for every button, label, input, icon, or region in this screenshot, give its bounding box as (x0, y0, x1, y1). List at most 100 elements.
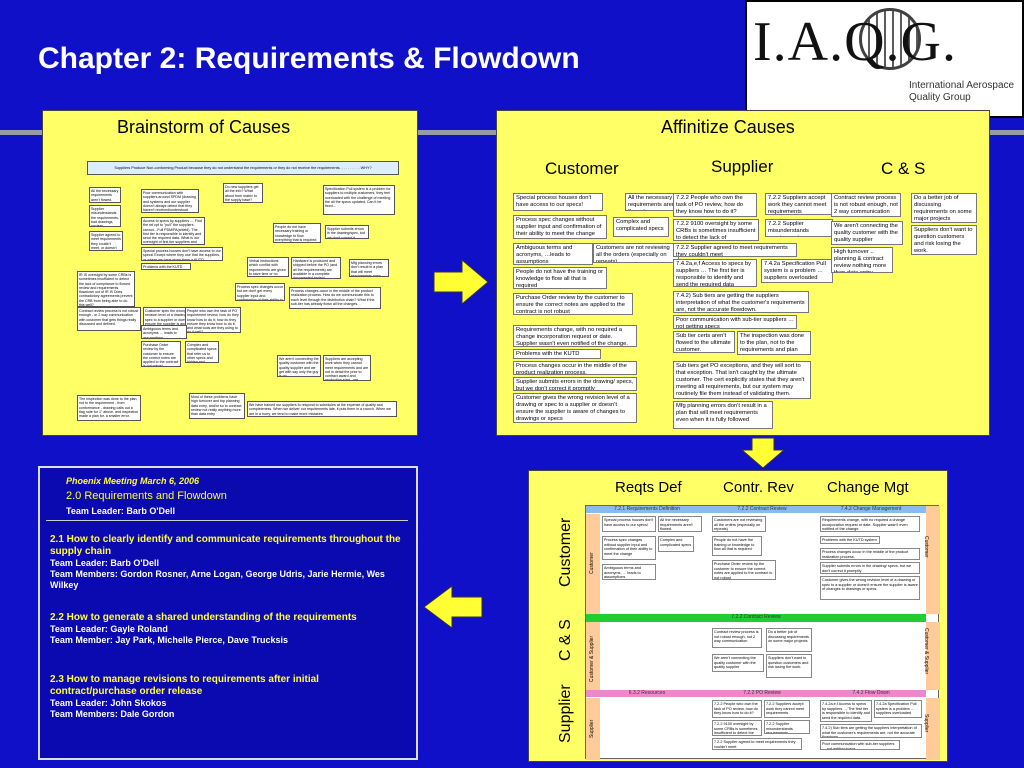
matrix-cell: Purchase Order review by the customer to… (712, 560, 776, 580)
item-3-members: Team Members: Dale Gordon (50, 709, 175, 719)
cause-note: Suppliers are accepting work when they c… (323, 355, 371, 381)
item-3-title: 2.3 How to manage revisions to requireme… (50, 674, 319, 697)
affinitize-panel: Affinitize Causes Customer Supplier C & … (496, 110, 990, 436)
cause-note: Most of these problems have high turnove… (189, 393, 245, 419)
phoenix-team-leader: Team Leader: Barb O'Dell (66, 506, 176, 516)
subhead-flow-down: 7.4.2 Flow Down (816, 690, 926, 697)
arrow-down-icon (740, 437, 786, 469)
customer-note: People do not have the training or knowl… (513, 267, 607, 289)
problem-banner: Suppliers Produce Non-conforming Product… (87, 161, 399, 175)
cause-note: People do not have necessary training or… (273, 223, 321, 243)
matrix-cell: Supplier submits errors in the drawing/ … (820, 562, 920, 574)
left-label-cs: Customer & Supplier (589, 635, 595, 682)
left-band-customer: Customer (586, 514, 600, 614)
logo-subtitle-line1: International Aerospace (909, 80, 1015, 91)
supplier-note: Poor communication with sub-tier supplie… (673, 315, 797, 329)
matrix-cell: 7.2.2 People who own the task of PO revi… (712, 700, 762, 718)
iaqg-logo: I.A.Q.G. International Aerospace Quality… (745, 0, 1024, 118)
cs-note: Suppliers don't want to question custome… (911, 225, 977, 255)
cause-note: Supplier submits errors in the drawing/s… (325, 225, 369, 239)
cause-note: We aren't connecting the quality custome… (277, 355, 321, 377)
cause-note: Contract review process is not robust en… (77, 307, 141, 331)
supplier-note: Sub tier certs aren't flowed to the ulti… (673, 331, 735, 353)
supplier-note: 7.2.2 Supplier agreed to meet requiremen… (673, 243, 797, 257)
subhead-7-4-2: 7.4.2 Change Management (816, 506, 926, 513)
matrix-cell: 7.2.2 Supplier misunderstands requiremen… (764, 720, 810, 734)
matrix-panel: Reqts Def Contr. Rev Change Mgt Customer… (528, 470, 948, 762)
divider-right (990, 130, 1024, 135)
cause-note: Specification Pull system is a problem f… (323, 185, 395, 215)
side-band-customer: Customer (923, 506, 940, 614)
matrix-cell: All the necessary requirements aren't fl… (658, 516, 702, 532)
customer-note: Special process houses don't have access… (513, 193, 603, 211)
cause-note: Problems with the KUTD system (141, 263, 191, 270)
matrix-cell: 7.2.2 Supplier agreed to meet requiremen… (712, 738, 802, 750)
item-3-leader: Team Leader: John Skokos (50, 698, 167, 708)
divider-left (0, 130, 42, 135)
phoenix-meeting-panel: Phoenix Meeting March 6, 2006 2.0 Requir… (38, 466, 418, 760)
supplier-note: 7.2.2 Suppliers accept work they cannot … (765, 193, 833, 215)
matrix-cell: 7.2.2 Suppliers accept work they cannot … (764, 700, 810, 718)
cause-note: Hardware is produced and shipped before … (291, 257, 341, 279)
matrix-row-supplier: Supplier (557, 684, 574, 743)
matrix-grid: 7.2.1 Requirements Definition 7.2.2 Cont… (585, 505, 940, 760)
left-band-cs: Customer & Supplier (586, 622, 600, 690)
customer-note: Problems with the KUTD system (513, 349, 601, 359)
side-label-supplier: Supplier (923, 714, 929, 733)
cause-note: Ambiguous terms and acronyms … leads to … (141, 325, 187, 339)
cause-note: Process changes occur in the middle of t… (289, 287, 381, 309)
matrix-cell: Requirements change, with no required a … (820, 516, 920, 532)
matrix-column-reqts: Reqts Def (615, 479, 682, 496)
cause-note: Process spec changes occur but we don't … (235, 283, 285, 301)
subhead-po-review: 7.2.2 PO Review (708, 690, 816, 697)
cs-note: We aren't connecting the quality custome… (831, 221, 903, 245)
side-band-cs: Customer & Supplier (923, 622, 940, 690)
item-1-leader: Team Leader: Barb O'Dell (50, 558, 160, 568)
logo-subtitle-line2: Quality Group (909, 92, 971, 103)
supplier-note: 7.4.2) Sub tiers are getting the supplie… (673, 291, 809, 313)
side-label-cs: Customer & Supplier (923, 628, 929, 675)
customer-note: Process changes occur in the middle of t… (513, 361, 637, 375)
cause-note: Special process houses don't have access… (141, 247, 223, 261)
supplier-note: 7.4.2a Specification Pull system is a pr… (761, 259, 833, 283)
cause-note: The inspection was done to the plan, not… (77, 395, 141, 421)
left-label-customer: Customer (589, 552, 595, 574)
subhead-contract-review: 7.2.2 Contract Review (586, 614, 926, 622)
phoenix-item-1: 2.1 How to clearly identify and communic… (50, 534, 402, 591)
customer-note: Customers are not reviewing all the orde… (593, 243, 679, 263)
column-cs: C & S (881, 159, 926, 178)
item-2-members: Team Member: Jay Park, Michelle Pierce, … (50, 635, 288, 645)
cause-note: IR IS oversight by some CRBs is sometime… (77, 271, 135, 307)
side-label-customer: Customer (923, 536, 929, 558)
cause-note: Access to specs by suppliers … Find the … (141, 217, 205, 245)
left-label-supplier: Supplier (589, 719, 595, 738)
item-1-title: 2.1 How to clearly identify and communic… (50, 534, 401, 557)
matrix-cell: Problems with the KUTD system (820, 536, 880, 544)
supplier-note: Sub tiers get PO exceptions, and they wi… (673, 361, 811, 399)
matrix-cell: Process spec changes without supplier in… (602, 536, 656, 560)
matrix-cell: Customer gives the wrong revision level … (820, 576, 920, 600)
supplier-note: 7.2.2 People who own the task of PO revi… (673, 193, 757, 217)
matrix-cell: Ambiguous terms and acronyms, … leads to… (602, 564, 656, 580)
matrix-row-customer: Customer (557, 517, 574, 587)
customer-note: Ambiguous terms and acronyms, …leads to … (513, 243, 593, 265)
matrix-cell: 7.2.2 9100 oversight by some CRBs is som… (712, 720, 762, 736)
logo-subtitle: International Aerospace Quality Group (909, 80, 1014, 104)
item-2-title: 2.2 How to generate a shared understandi… (50, 612, 357, 623)
matrix-cell: Process changes occur in the middle of t… (820, 548, 920, 560)
supplier-note: 7.2.2 Supplier misunderstands requiremen… (765, 219, 833, 237)
cause-note: People who own the task of PO requiremen… (185, 307, 241, 333)
item-2-leader: Team Leader: Gayle Roland (50, 624, 168, 634)
phoenix-heading: 2.0 Requirements and Flowdown (66, 490, 227, 502)
matrix-cell: Do a better job of discussing requiremen… (766, 628, 812, 652)
side-band-supplier: Supplier (923, 698, 940, 760)
arrow-right-icon (433, 258, 489, 306)
matrix-cell: 7.4.2a,e,f Access to specs by suppliers … (820, 700, 872, 722)
meeting-date: Phoenix Meeting March 6, 2006 (66, 476, 200, 486)
cause-note: Supplier agreed to meet requirements the… (89, 231, 123, 251)
cause-note: Poor communication with suppliers around… (141, 189, 199, 213)
supplier-note: 7.2.2 9100 oversight by some CRBs is som… (673, 219, 759, 241)
supplier-note: Mfg planning errors don't result in a pl… (673, 401, 773, 429)
matrix-column-change: Change Mgt (827, 479, 909, 496)
cause-note: Supplier misunderstands the requirements… (89, 205, 121, 227)
